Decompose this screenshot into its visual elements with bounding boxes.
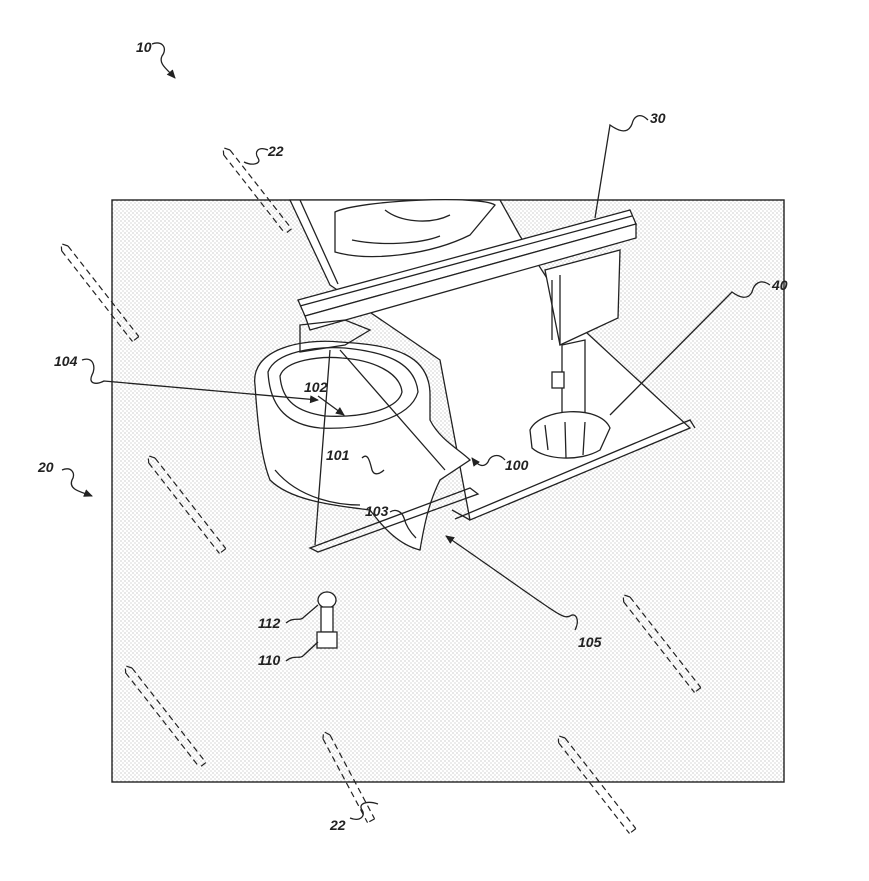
ref-40: 40 bbox=[771, 277, 788, 293]
ref-22-top: 22 bbox=[267, 143, 284, 159]
ref-30: 30 bbox=[650, 110, 666, 126]
ref-105: 105 bbox=[578, 634, 602, 650]
ref-104: 104 bbox=[54, 353, 78, 369]
ref-102: 102 bbox=[304, 379, 328, 395]
ref-101: 101 bbox=[326, 447, 350, 463]
ref-10: 10 bbox=[136, 39, 152, 55]
ref-112: 112 bbox=[258, 615, 281, 631]
ref-110: 110 bbox=[258, 652, 281, 668]
ref-100: 100 bbox=[505, 457, 529, 473]
ref-103: 103 bbox=[365, 503, 389, 519]
ref-20: 20 bbox=[37, 459, 54, 475]
ref-22-bottom: 22 bbox=[329, 817, 346, 833]
